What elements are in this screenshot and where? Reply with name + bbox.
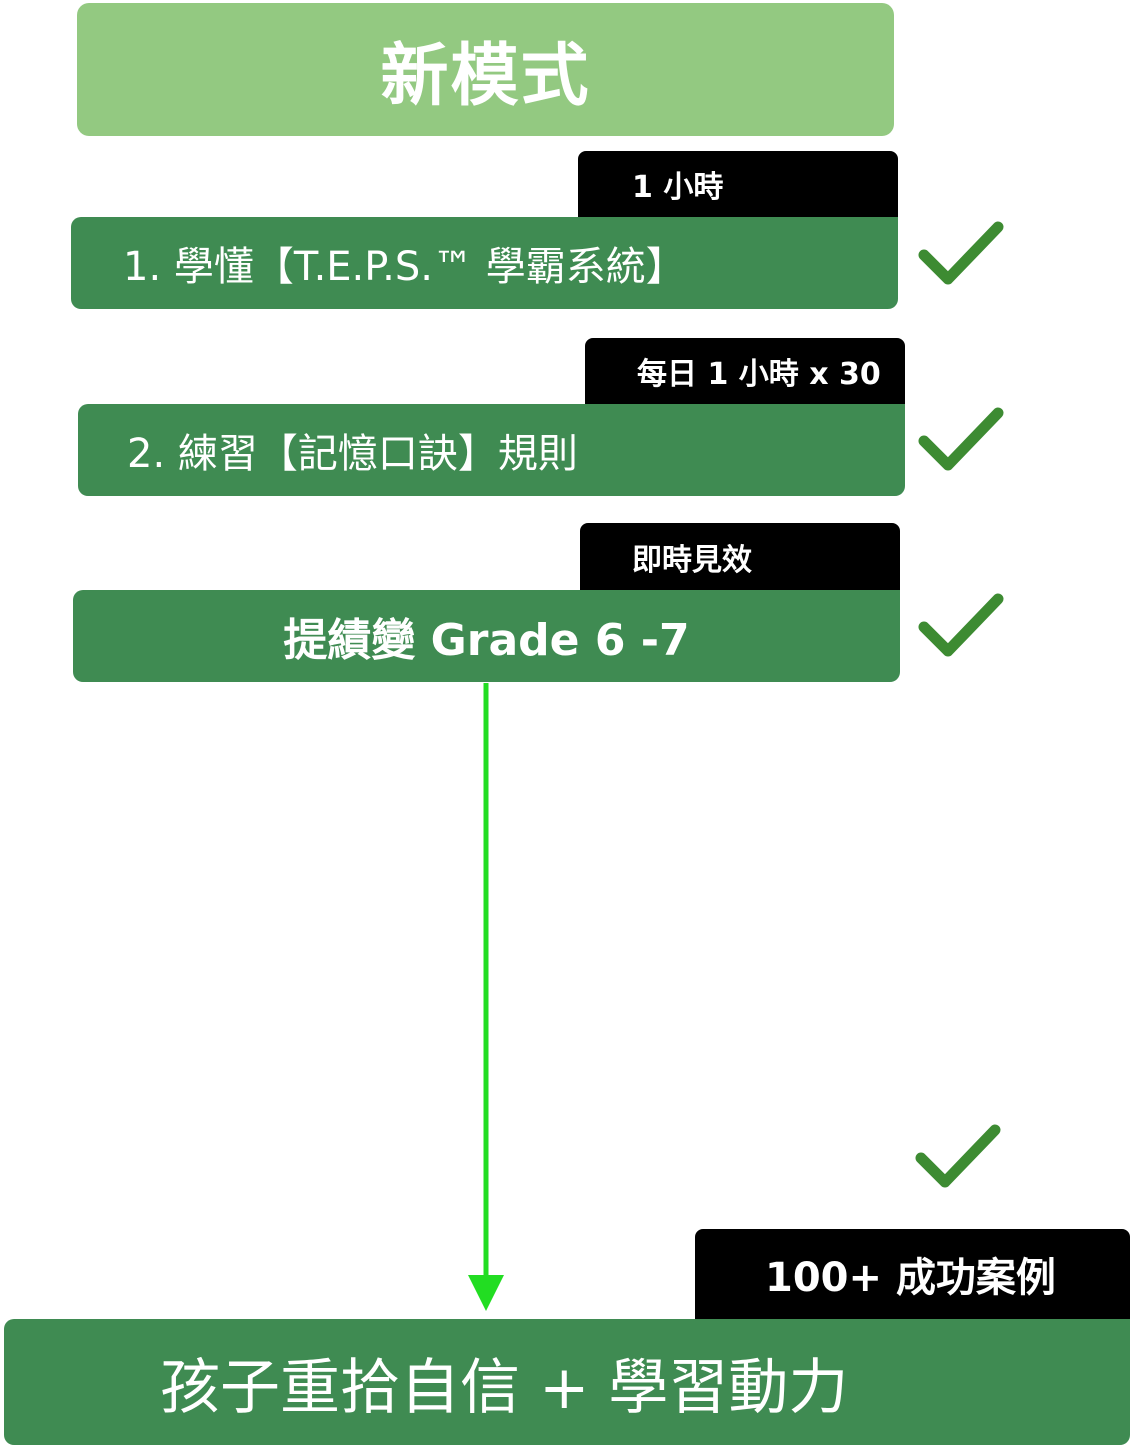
arrow-down-icon xyxy=(468,683,504,1311)
step-3-effect-tag: 即時見效 xyxy=(580,523,900,590)
step-3-label: 提績變 Grade 6 -7 xyxy=(283,615,690,666)
step-3-effect-text: 即時見效 xyxy=(632,542,752,578)
diagram-title: 新模式 xyxy=(77,3,894,136)
diagram-title-text: 新模式 xyxy=(380,37,591,116)
step-2-duration-text: 每日 1 小時 x 30 xyxy=(637,357,881,392)
check-icon xyxy=(918,593,1004,657)
result-box: 孩子重拾自信 + 學習動力 xyxy=(4,1319,1130,1445)
step-2-label: 2. 練習【記憶口訣】規則 xyxy=(127,431,578,477)
step-1-label: 1. 學懂【T.E.P.S.™ 學霸系統】 xyxy=(123,244,686,290)
step-1-box: 1. 學懂【T.E.P.S.™ 學霸系統】 xyxy=(71,217,898,309)
step-1-duration-tag: 1 小時 xyxy=(578,151,898,217)
step-2-box: 2. 練習【記憶口訣】規則 xyxy=(78,404,905,496)
step-3-box: 提績變 Grade 6 -7 xyxy=(73,590,900,682)
check-icon xyxy=(918,221,1004,285)
step-1-duration-text: 1 小時 xyxy=(632,170,724,205)
check-icon xyxy=(918,407,1004,471)
result-label: 孩子重拾自信 + 學習動力 xyxy=(160,1352,849,1423)
step-2-duration-tag: 每日 1 小時 x 30 xyxy=(585,338,905,404)
result-cases-tag: 100+ 成功案例 xyxy=(695,1229,1130,1319)
check-icon xyxy=(915,1124,1001,1188)
result-cases-text: 100+ 成功案例 xyxy=(765,1255,1056,1301)
